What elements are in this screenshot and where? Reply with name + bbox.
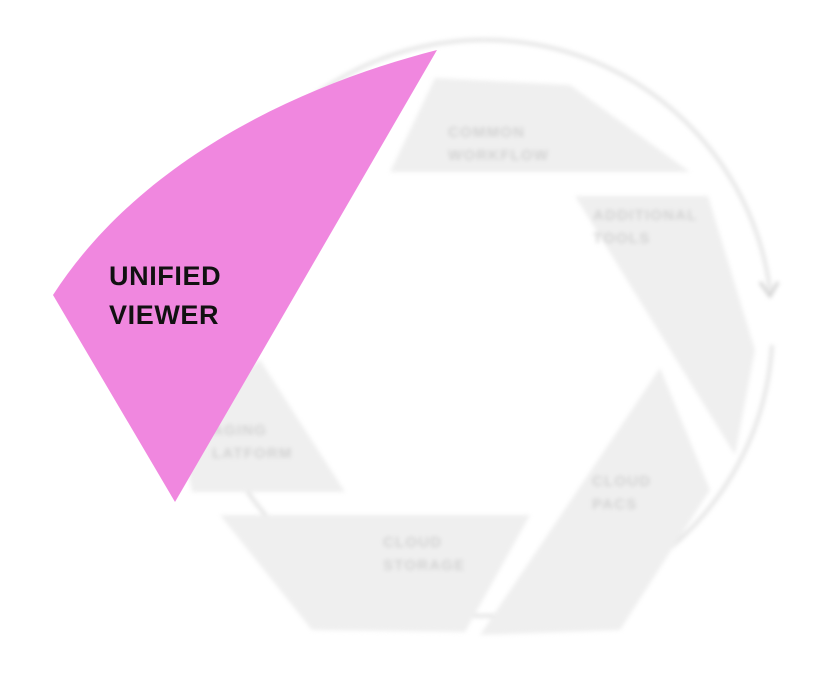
segment-common-workflow xyxy=(390,78,690,172)
segment-cloud-storage xyxy=(220,515,530,632)
label-imaging-platform-line2: LATFORM xyxy=(212,445,293,462)
segment-cloud-pacs xyxy=(480,368,710,635)
label-additional-tools-line2: TOOLS xyxy=(593,230,650,247)
label-cloud-pacs-line2: PACS xyxy=(592,496,637,513)
label-common-workflow: COMMON WORKFLOW xyxy=(448,124,549,164)
label-cloud-pacs-line1: CLOUD xyxy=(592,473,651,490)
label-common-workflow-line2: WORKFLOW xyxy=(448,147,549,164)
label-unified-viewer-line2: VIEWER xyxy=(109,300,219,330)
label-imaging-platform: AGING LATFORM xyxy=(212,422,293,462)
label-cloud-pacs: CLOUD PACS xyxy=(592,473,657,513)
label-cloud-storage: CLOUD STORAGE xyxy=(383,534,465,574)
segment-additional-tools xyxy=(575,196,755,455)
label-unified-viewer-line1: UNIFIED xyxy=(109,261,221,291)
label-cloud-storage-line2: STORAGE xyxy=(383,557,465,574)
label-additional-tools: ADDITIONAL TOOLS xyxy=(593,207,703,247)
ring-arrowhead-icon xyxy=(758,281,780,299)
label-common-workflow-line1: COMMON xyxy=(448,124,525,141)
label-imaging-platform-line1: AGING xyxy=(212,422,267,439)
label-additional-tools-line1: ADDITIONAL xyxy=(593,207,697,224)
label-cloud-storage-line1: CLOUD xyxy=(383,534,442,551)
label-unified-viewer: UNIFIED VIEWER xyxy=(109,261,229,330)
segment-unified-viewer[interactable] xyxy=(53,50,437,502)
